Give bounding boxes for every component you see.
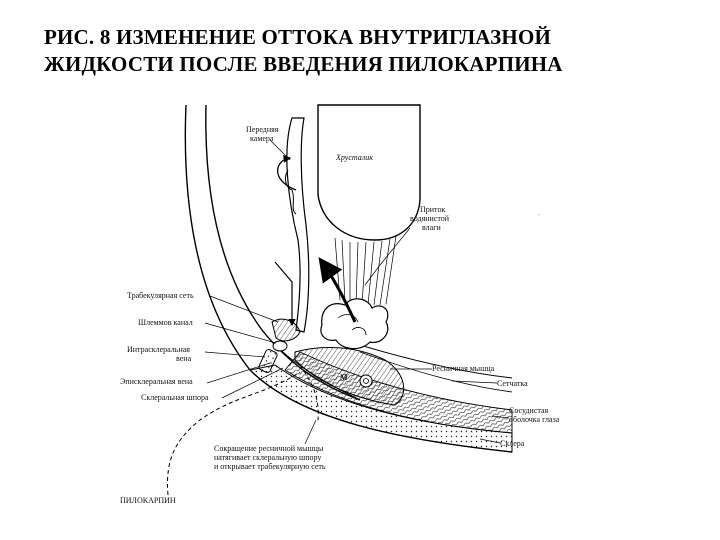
- leader-lines: [204, 139, 510, 445]
- label-schlemm-canal: Шлеммов канал: [138, 318, 193, 327]
- outflow-arrow: [274, 261, 296, 327]
- label-contraction-3: и открывает трабекулярную сеть: [214, 462, 326, 471]
- label-intrascleral-vein-2: вена: [176, 354, 192, 363]
- label-aqueous-3: влаги: [422, 223, 441, 232]
- scleral-veins: [258, 348, 278, 374]
- label-lens: Хрусталик: [335, 153, 373, 162]
- title-line-2: ЖИДКОСТИ ПОСЛЕ ВВЕДЕНИЯ ПИЛОКАРПИНА: [44, 52, 563, 76]
- inflow-arrow: [318, 257, 357, 323]
- label-choroid-2: оболочка глаза: [509, 415, 560, 424]
- lens: [317, 104, 421, 241]
- iris: [286, 117, 310, 333]
- label-anterior-chamber-2: камера: [250, 134, 274, 143]
- anterior-chamber-flow-arrow: [276, 155, 297, 191]
- label-sclera: Склера: [500, 439, 525, 448]
- pilocarpine-path: [166, 371, 301, 496]
- label-retina: Сетчатка: [497, 379, 528, 388]
- stray-mark: ·: [538, 211, 540, 219]
- trabecular-region: [271, 318, 301, 352]
- label-aqueous-2: водянистой: [410, 214, 450, 223]
- label-ciliary-muscle: Ресничная мышца: [432, 364, 495, 373]
- label-muscle-mark: М: [340, 373, 348, 382]
- muscle-vessel-circle: [359, 374, 373, 388]
- ciliary-muscle: [294, 346, 405, 406]
- ciliary-processes: [320, 298, 389, 350]
- label-aqueous-1: Приток: [420, 205, 445, 214]
- label-anterior-chamber-1: Передняя: [246, 125, 279, 134]
- label-pilocarpine: ПИЛОКАРПИН: [120, 496, 176, 505]
- label-intrascleral-vein-1: Интрасклеральная: [127, 345, 190, 354]
- slide-title: РИС. 8 ИЗМЕНЕНИЕ ОТТОКА ВНУТРИГЛАЗНОЙ ЖИ…: [44, 24, 684, 78]
- zonular-fibers: [334, 235, 397, 306]
- label-episcleral-vein: Эписклеральная вена: [120, 377, 193, 386]
- label-contraction-2: натягивает склеральную шпору: [214, 453, 321, 462]
- label-scleral-spur: Склеральная шпора: [141, 393, 209, 402]
- label-choroid-1: Сосудистая: [509, 406, 549, 415]
- label-trabecular-mesh: Трабекулярная сеть: [127, 291, 194, 300]
- title-line-1: РИС. 8 ИЗМЕНЕНИЕ ОТТОКА ВНУТРИГЛАЗНОЙ: [44, 25, 552, 49]
- label-contraction-1: Сокращение ресничной мышцы: [214, 444, 324, 453]
